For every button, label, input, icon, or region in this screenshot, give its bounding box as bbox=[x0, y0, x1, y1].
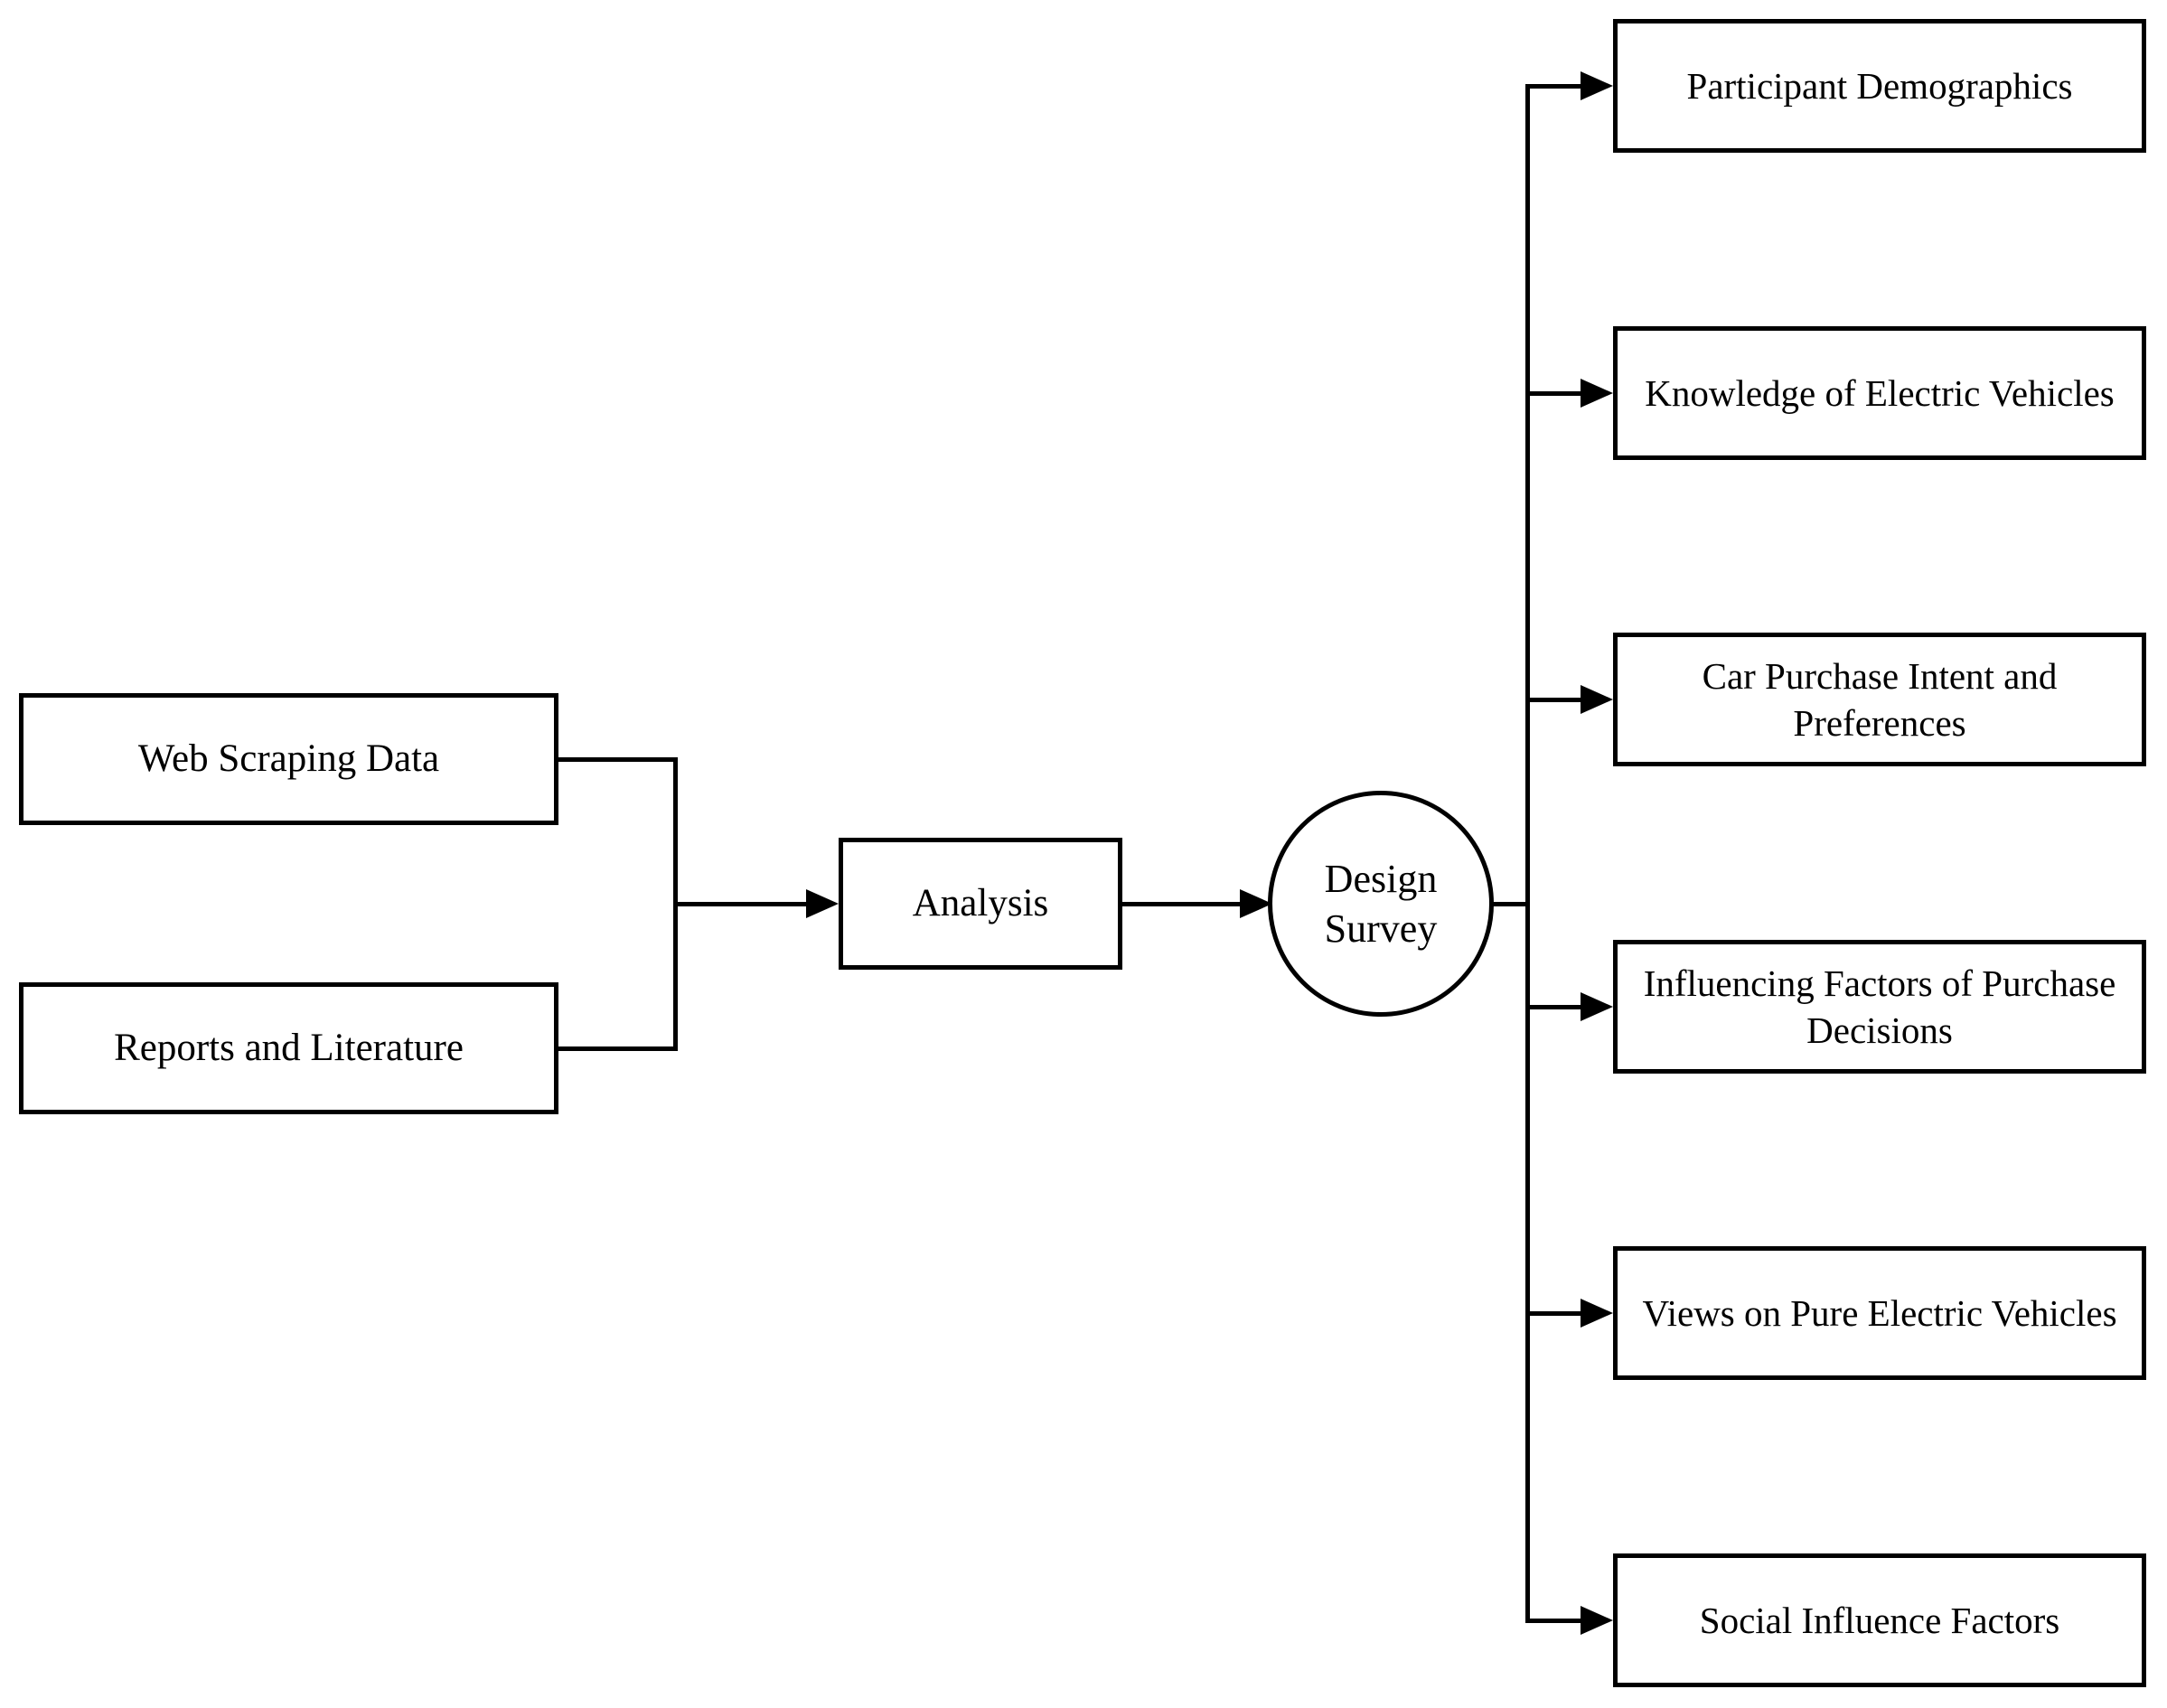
output-box-knowledge-of-electric-vehicles: Knowledge of Electric Vehicles bbox=[1613, 326, 2146, 460]
arrowhead-branch-2-icon bbox=[1581, 379, 1613, 408]
arrowhead-into-survey-icon bbox=[1240, 889, 1272, 918]
arrowhead-branch-5-icon bbox=[1581, 1299, 1613, 1328]
output-box-label: Influencing Factors of Purchase Decision… bbox=[1643, 962, 2116, 1051]
output-box-views-on-pure-electric-vehicles: Views on Pure Electric Vehicles bbox=[1613, 1246, 2146, 1380]
output-box-label: Social Influence Factors bbox=[1699, 1599, 2060, 1641]
connector-stub-web-scraping bbox=[554, 757, 678, 762]
branch-line-1 bbox=[1525, 84, 1585, 89]
hub-circle-label: Design Survey bbox=[1324, 857, 1438, 951]
process-box-label: Analysis bbox=[912, 882, 1049, 925]
output-box-label: Car Purchase Intent and Preferences bbox=[1702, 654, 2058, 744]
source-box-reports-and-literature: Reports and Literature bbox=[19, 982, 558, 1114]
arrowhead-branch-3-icon bbox=[1581, 685, 1613, 714]
hub-circle-design-survey: Design Survey bbox=[1268, 791, 1494, 1017]
source-box-label: Reports and Literature bbox=[114, 1027, 464, 1070]
connector-analysis-to-survey bbox=[1122, 902, 1243, 906]
arrowhead-branch-4-icon bbox=[1581, 992, 1613, 1021]
output-box-car-purchase-intent-and-preferences: Car Purchase Intent and Preferences bbox=[1613, 633, 2146, 766]
output-box-label: Knowledge of Electric Vehicles bbox=[1645, 371, 2115, 414]
connector-merge-to-analysis bbox=[673, 902, 811, 906]
branch-line-3 bbox=[1525, 698, 1585, 702]
branch-line-2 bbox=[1525, 391, 1585, 396]
connector-stub-reports bbox=[554, 1046, 678, 1051]
branch-line-5 bbox=[1525, 1311, 1585, 1316]
branch-line-4 bbox=[1525, 1005, 1585, 1009]
connector-survey-to-trunk bbox=[1491, 902, 1530, 906]
output-box-social-influence-factors: Social Influence Factors bbox=[1613, 1553, 2146, 1687]
output-box-participant-demographics: Participant Demographics bbox=[1613, 19, 2146, 153]
source-box-web-scraping-data: Web Scraping Data bbox=[19, 693, 558, 825]
connector-trunk-vertical bbox=[1525, 84, 1530, 1622]
branch-line-6 bbox=[1525, 1619, 1585, 1623]
arrowhead-branch-1-icon bbox=[1581, 71, 1613, 100]
output-box-label: Views on Pure Electric Vehicles bbox=[1642, 1291, 2117, 1334]
arrowhead-into-analysis-icon bbox=[806, 889, 839, 918]
process-box-analysis: Analysis bbox=[839, 838, 1122, 970]
source-box-label: Web Scraping Data bbox=[137, 737, 440, 781]
arrowhead-branch-6-icon bbox=[1581, 1606, 1613, 1635]
output-box-influencing-factors-of-purchase-decisions: Influencing Factors of Purchase Decision… bbox=[1613, 940, 2146, 1074]
output-box-label: Participant Demographics bbox=[1686, 64, 2073, 107]
